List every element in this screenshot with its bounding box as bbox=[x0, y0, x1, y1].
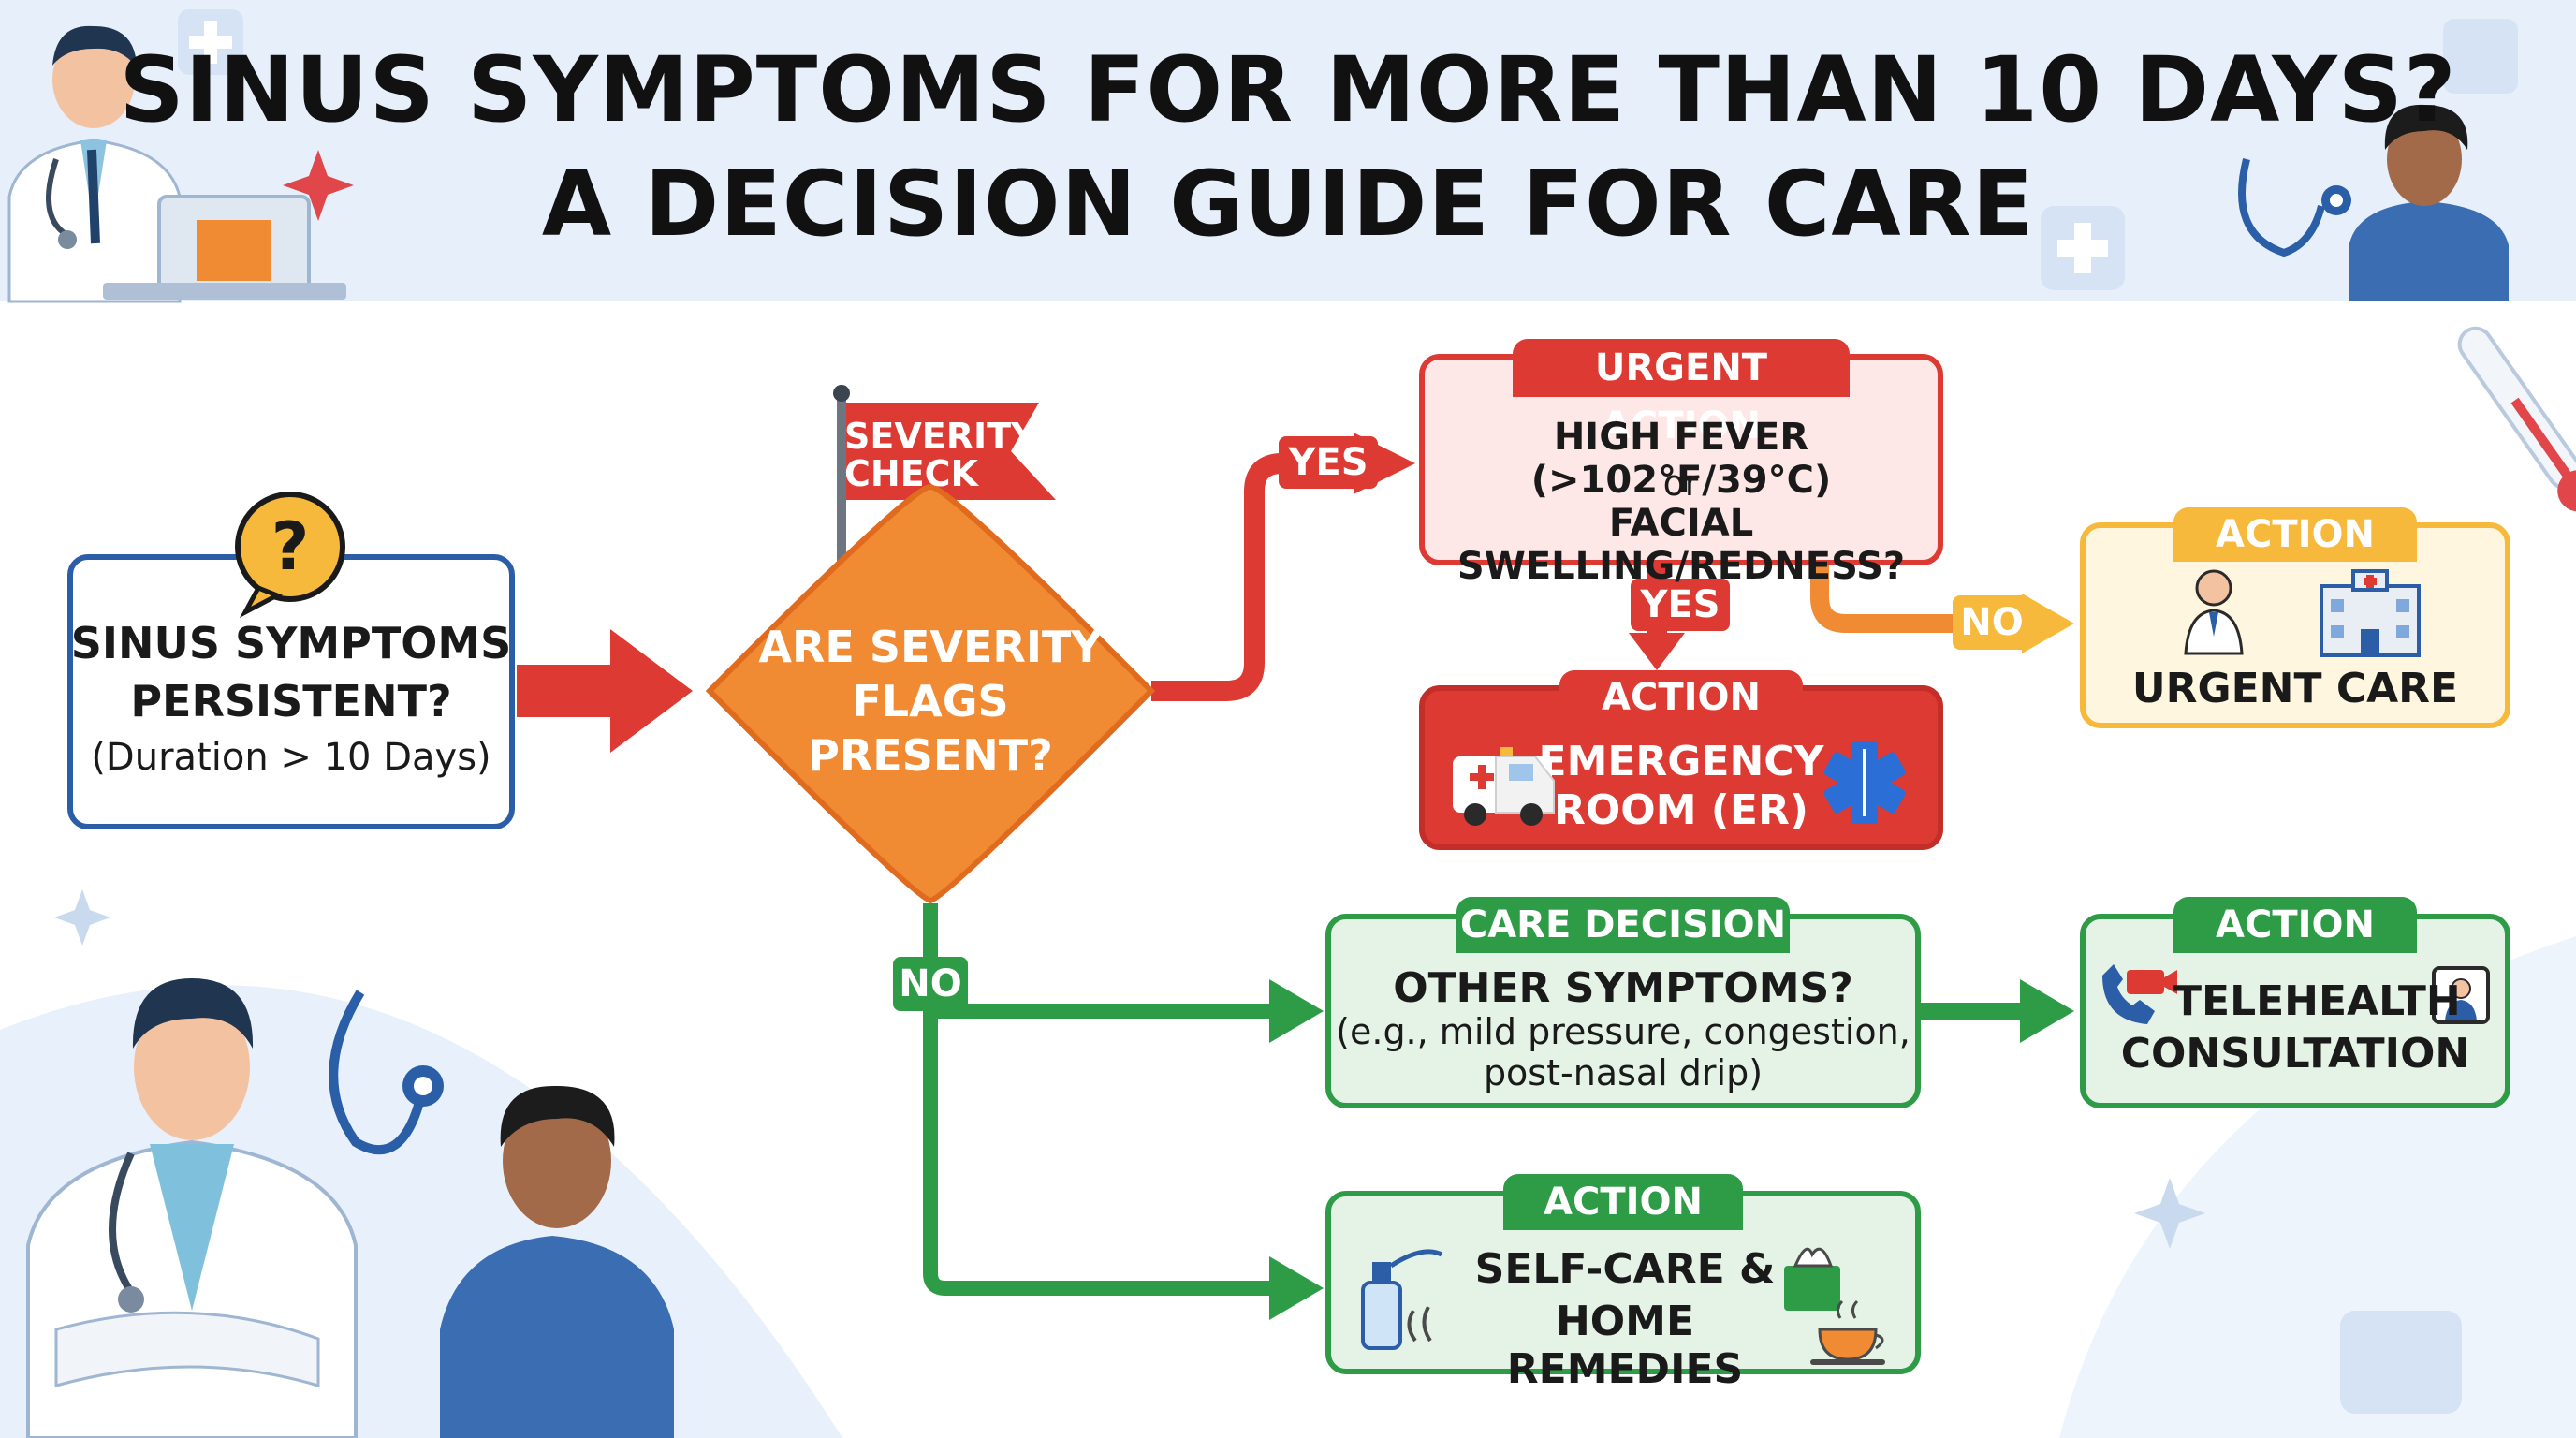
arrow-start-to-decision bbox=[517, 629, 693, 753]
severity-flag-line-2: CHECK bbox=[844, 453, 978, 494]
edge-label-yes-urgent: YES bbox=[1279, 436, 1378, 489]
urgent-care-label: URGENT CARE bbox=[2131, 665, 2459, 712]
self-care-line-2: HOME REMEDIES bbox=[1506, 1298, 1744, 1393]
start-node-line-1: SINUS SYMPTOMS bbox=[70, 618, 512, 668]
emergency-room-line-2: ROOM (ER) bbox=[1554, 786, 1808, 834]
header-band bbox=[0, 0, 2576, 301]
urgent-line-3: FACIAL SWELLING/REDNESS? bbox=[1456, 502, 1906, 588]
arrow-decision-to-self-care bbox=[923, 1011, 1278, 1296]
care-decision-line-3: post-nasal drip) bbox=[1483, 1052, 1764, 1093]
telehealth-tab: ACTION bbox=[2174, 897, 2417, 953]
urgent-line-2: or bbox=[1662, 462, 1700, 504]
urgent-care-tab: ACTION bbox=[2174, 507, 2417, 562]
telehealth-line-1: TELEHEALTH bbox=[2174, 977, 2461, 1025]
self-care-tab: ACTION bbox=[1503, 1174, 1743, 1230]
care-decision-line-1: OTHER SYMPTOMS? bbox=[1393, 964, 1853, 1012]
arrow-decision-to-urgent bbox=[1151, 453, 1357, 701]
start-node-line-2: PERSISTENT? bbox=[130, 676, 452, 726]
edge-label-no-urgent-care: NO bbox=[1953, 595, 2031, 650]
decision-line-1: ARE SEVERITY bbox=[758, 622, 1103, 672]
decision-line-2: FLAGS bbox=[852, 676, 1009, 726]
self-care-line-1: SELF-CARE & bbox=[1474, 1245, 1776, 1293]
start-node-line-3: (Duration > 10 Days) bbox=[91, 736, 491, 779]
decision-line-3: PRESENT? bbox=[808, 730, 1053, 781]
page-title-line-1: SINUS SYMPTOMS FOR MORE THAN 10 DAYS? bbox=[119, 37, 2457, 142]
urgent-line-1: HIGH FEVER (>102°F/39°C) bbox=[1530, 416, 1832, 502]
care-decision-line-2: (e.g., mild pressure, congestion, bbox=[1336, 1011, 1910, 1052]
urgent-action-tab: URGENT ACTION bbox=[1513, 339, 1850, 448]
emergency-room-line-1: EMERGENCY bbox=[1538, 738, 1824, 785]
emergency-room-tab: ACTION bbox=[1559, 670, 1803, 725]
telehealth-line-2: CONSULTATION bbox=[2120, 1030, 2470, 1078]
svg-text:?: ? bbox=[271, 508, 310, 585]
severity-flag-line-1: SEVERITY bbox=[844, 416, 1037, 457]
care-decision-tab: CARE DECISION bbox=[1456, 897, 1790, 953]
arrow-urgent-to-urgent-care bbox=[1810, 565, 2029, 633]
edge-label-no-decision: NO bbox=[893, 957, 968, 1011]
edge-label-yes-er: YES bbox=[1631, 579, 1730, 631]
page-title-line-2: A DECISION GUIDE FOR CARE bbox=[541, 152, 2035, 257]
